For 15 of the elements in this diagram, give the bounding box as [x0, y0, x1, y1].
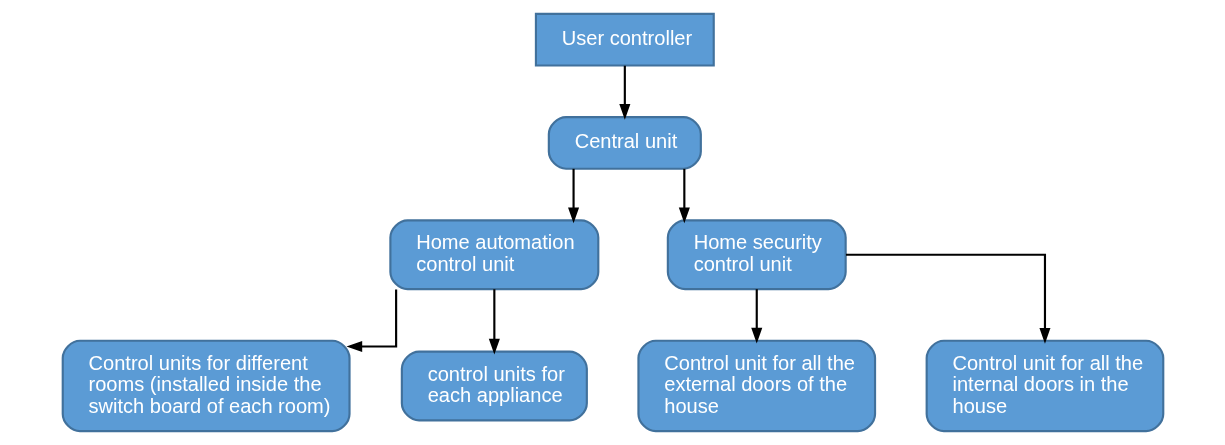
- node-box: Central unit: [547, 116, 702, 170]
- arrow: [618, 65, 630, 120]
- node-box: Home security control unit: [666, 219, 847, 291]
- arrow: [488, 289, 500, 355]
- arrow: [845, 253, 1050, 344]
- node-box: control units for each appliance: [400, 350, 588, 422]
- node-box: Home automation control unit: [388, 219, 599, 291]
- node-box: User controller: [534, 12, 715, 67]
- arrow: [345, 289, 397, 353]
- node-box: Control unit for all the external doors of the house: [636, 339, 876, 433]
- node-box: Control units for different rooms (installed inside the switch board of each room): [61, 339, 351, 433]
- arrow: [750, 289, 762, 344]
- arrow: [567, 168, 579, 224]
- node-box: Control unit for all the internal doors in the house: [925, 339, 1164, 433]
- arrow: [678, 168, 690, 224]
